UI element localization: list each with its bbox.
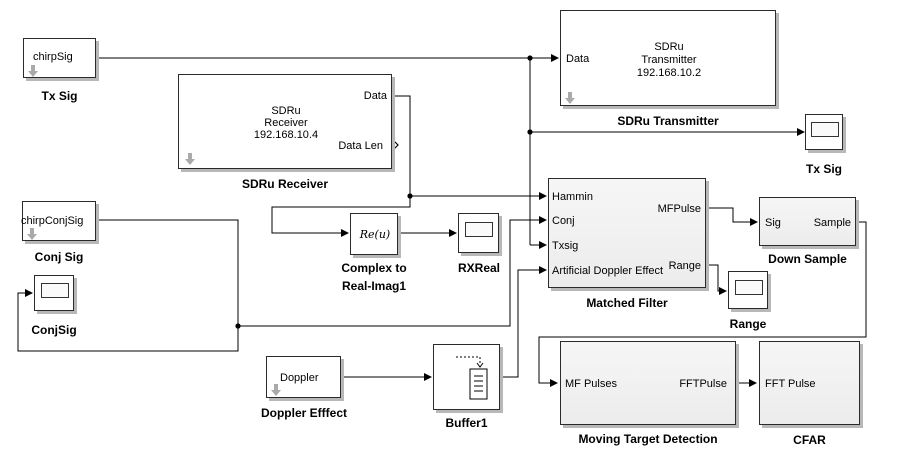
chirp-sig-label: Tx Sig: [41, 89, 78, 103]
conj-scope-label: ConjSig: [31, 323, 77, 337]
sdr-tx-data-port: Data: [566, 53, 590, 65]
mtd-label: Moving Target Detection: [578, 432, 718, 446]
down-arrow-icon: [27, 228, 37, 240]
mf-in-doppler: Artificial Doppler Effect: [552, 265, 664, 277]
sdr-tx-title-3: 192.168.10.2: [636, 67, 702, 79]
conj-sig-label: Conj Sig: [34, 250, 84, 264]
scope-screen-icon: [465, 222, 493, 237]
rx-scope-label: RXReal: [457, 261, 501, 275]
down-sample-label: Down Sample: [768, 252, 847, 266]
junction-rx: [407, 193, 413, 199]
sdr-transmitter-block[interactable]: SDRu Transmitter 192.168.10.2 Data: [560, 10, 776, 106]
rx-real-scope[interactable]: [458, 213, 499, 253]
matched-filter-block[interactable]: Hammin Conj Txsig Artificial Doppler Eff…: [548, 178, 706, 288]
junction-txscope: [527, 129, 533, 135]
wire-mfpulse-down: [706, 207, 758, 226]
wire-down-mtd: [538, 221, 867, 387]
mf-in-hammin: Hammin: [552, 191, 593, 203]
scope-screen-icon: [735, 280, 763, 295]
mf-in-conj: Conj: [552, 215, 575, 227]
sdr-transmitter-label: SDRu Transmitter: [617, 114, 719, 128]
tx-sig-scope[interactable]: [805, 114, 843, 150]
down-arrow-icon: [565, 92, 575, 104]
buffer-label: Buffer1: [445, 416, 488, 430]
down-sample-out-port: Sample: [813, 217, 851, 229]
cfar-label: CFAR: [793, 433, 826, 447]
scope-screen-icon: [811, 122, 839, 137]
range-scope[interactable]: [728, 271, 768, 309]
sdr-tx-title-1: SDRu: [654, 41, 684, 53]
mf-out-range: Range: [668, 260, 701, 272]
buffer-block[interactable]: [433, 344, 500, 410]
sdr-receiver-block[interactable]: SDRu Receiver 192.168.10.4 Data Data Len: [178, 74, 392, 169]
down-arrow-icon: [28, 65, 38, 77]
sdr-rx-title-1: SDRu: [271, 105, 301, 117]
mf-in-txsig: Txsig: [552, 240, 579, 252]
junction-conj: [235, 323, 241, 329]
wire-rx-to-real: [271, 196, 411, 237]
tx-scope-label: Tx Sig: [805, 162, 842, 176]
conj-sig-block[interactable]: chirpConjSig: [21, 201, 96, 241]
cfar-block[interactable]: FFT Pulse: [759, 341, 860, 425]
doppler-port: Doppler: [280, 372, 319, 384]
conj-sig-scope[interactable]: [34, 275, 74, 311]
sdr-rx-datalen-port: Data Len: [338, 140, 383, 152]
wire-range: [706, 264, 727, 295]
doppler-label: Doppler Efffect: [260, 406, 347, 420]
wire-buffer-mf: [500, 266, 547, 378]
down-arrow-icon: [271, 384, 281, 396]
doppler-block[interactable]: Doppler: [266, 356, 341, 398]
sdr-rx-title-2: Receiver: [264, 117, 308, 129]
sdr-tx-title-2: Transmitter: [641, 54, 697, 66]
conj-sig-port: chirpConjSig: [21, 215, 84, 227]
chirp-sig-block[interactable]: chirpSig: [23, 38, 96, 78]
sdr-receiver-label: SDRu Receiver: [241, 177, 329, 191]
junction-chirp: [527, 55, 533, 61]
wire-conj-scope: [17, 289, 239, 352]
down-arrow-icon: [185, 153, 195, 165]
mf-out-mfpulse: MFPulse: [657, 203, 701, 215]
complex-real-label-2: Real-Imag1: [341, 279, 407, 293]
range-scope-label: Range: [729, 317, 767, 331]
down-sample-in-port: Sig: [765, 217, 781, 229]
cfar-in-port: FFT Pulse: [765, 378, 816, 390]
wire-rx-data: [391, 95, 547, 200]
scope-screen-icon: [41, 283, 69, 298]
wire-conj-out: [96, 216, 547, 327]
data-len-port-icon: [392, 139, 399, 151]
mtd-in-port: MF Pulses: [565, 378, 617, 390]
down-sample-block[interactable]: Sig Sample: [759, 197, 856, 246]
buffer-icon: [456, 356, 488, 400]
mtd-out-port: FFTPulse: [679, 378, 727, 390]
chirp-sig-port: chirpSig: [33, 51, 73, 63]
mtd-block[interactable]: MF Pulses FFTPulse: [560, 341, 736, 425]
sdr-rx-title-3: 192.168.10.4: [253, 129, 319, 141]
complex-real-expr: Re(u): [359, 228, 391, 241]
complex-real-label-1: Complex to: [341, 261, 407, 275]
sdr-rx-data-port: Data: [363, 90, 387, 102]
matched-filter-label: Matched Filter: [586, 296, 668, 310]
complex-to-real-block[interactable]: Re(u): [350, 213, 398, 255]
